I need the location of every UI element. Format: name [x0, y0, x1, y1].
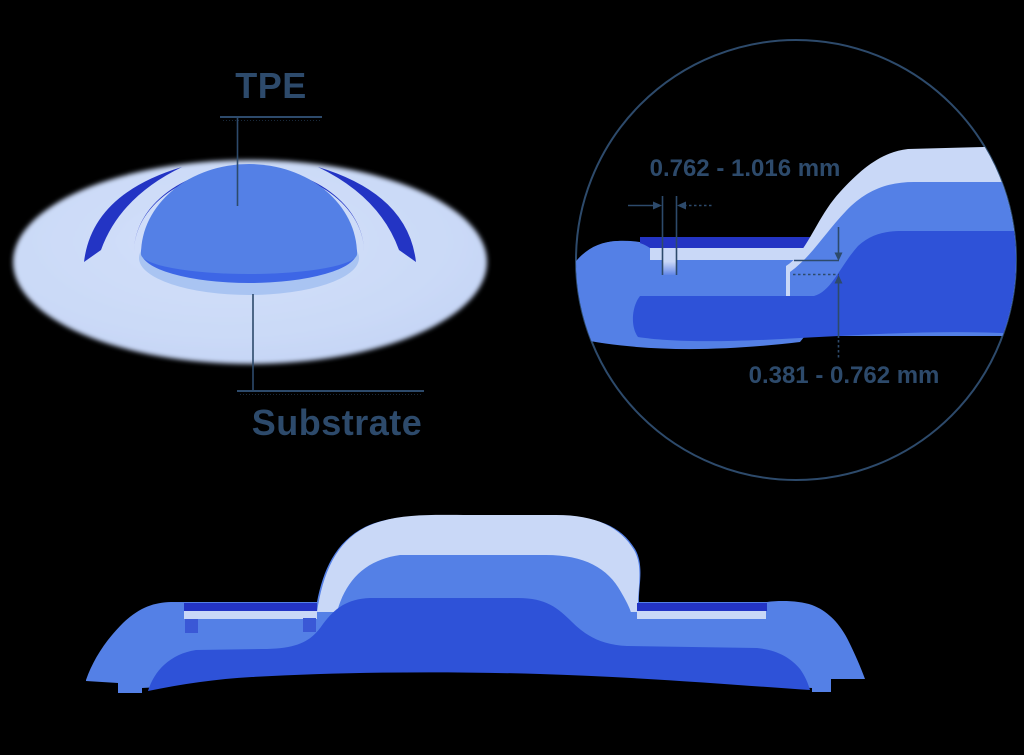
groove-ring: [84, 166, 416, 262]
detail-tpe-layer-strip: [644, 248, 822, 260]
detail-groove-slot: [662, 248, 676, 275]
tpe-strip-right-indigo: [637, 603, 767, 611]
height-arrow-down-head: [834, 252, 843, 261]
width-arrow-right-head: [677, 201, 686, 210]
detail-left-mound: [576, 240, 650, 344]
leader-lines: [220, 116, 424, 395]
groove-crescent-right: [318, 167, 416, 262]
interlock-grooves: [185, 618, 316, 633]
tpe-strip-left-indigo: [184, 603, 317, 611]
detail-royal-face: [633, 231, 1016, 342]
groove-near-dome: [303, 618, 316, 632]
tpe-strip-right-lavender: [637, 611, 766, 619]
detail-cross-section: [576, 146, 1016, 350]
dome-cap: [141, 164, 357, 274]
substrate-label: Substrate: [251, 402, 423, 443]
groove-crescent-left: [84, 167, 182, 262]
cross-section-royal-face: [148, 598, 810, 691]
height-arrow-up-head: [834, 275, 843, 284]
groove-near-lip: [185, 619, 198, 633]
detail-tpe-top-strip: [640, 237, 822, 248]
top-dimension-label: 0.762 - 1.016 mm: [649, 155, 841, 182]
dimension-annotations: [628, 196, 843, 358]
bottom-dimension-label: 0.381 - 0.762 mm: [748, 362, 940, 389]
tpe-dome: [139, 164, 359, 295]
tpe-strip-left-lavender: [184, 611, 317, 619]
tpe-top-strips: [184, 603, 767, 619]
tpe-label: TPE: [235, 65, 307, 106]
width-arrow-left-head: [653, 201, 662, 210]
